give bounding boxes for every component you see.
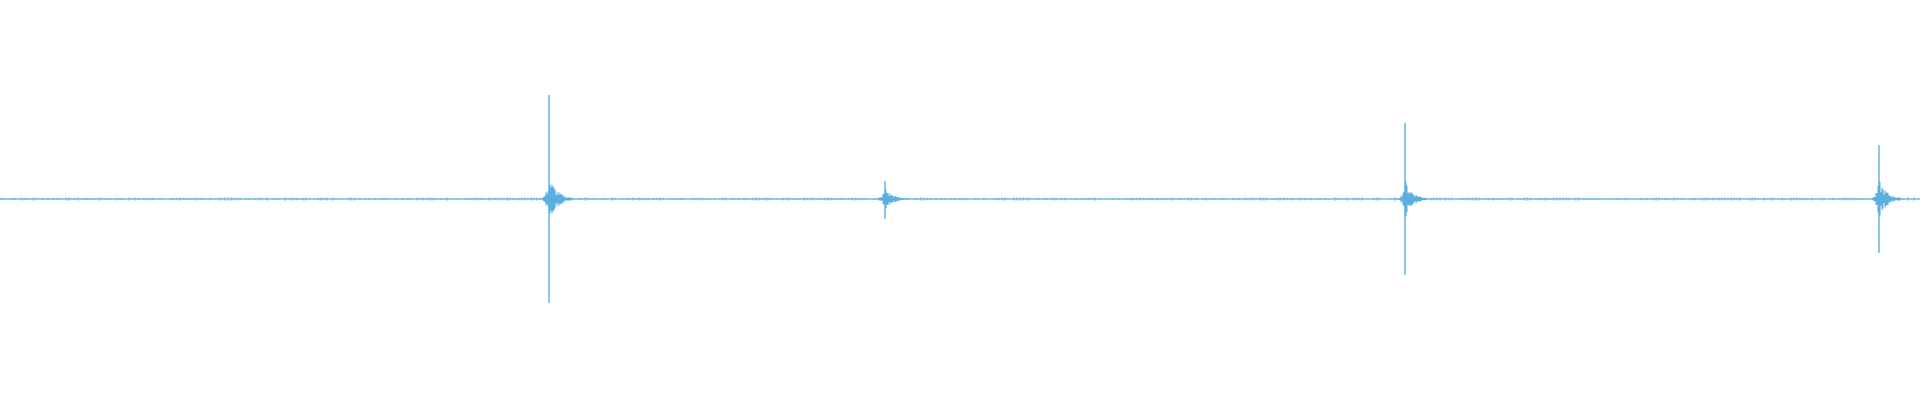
waveform-noise (0, 197, 1918, 201)
transient-2 (876, 181, 912, 219)
transient-3 (1396, 123, 1432, 275)
transient-1 (540, 95, 576, 303)
transient-4 (1870, 145, 1906, 253)
